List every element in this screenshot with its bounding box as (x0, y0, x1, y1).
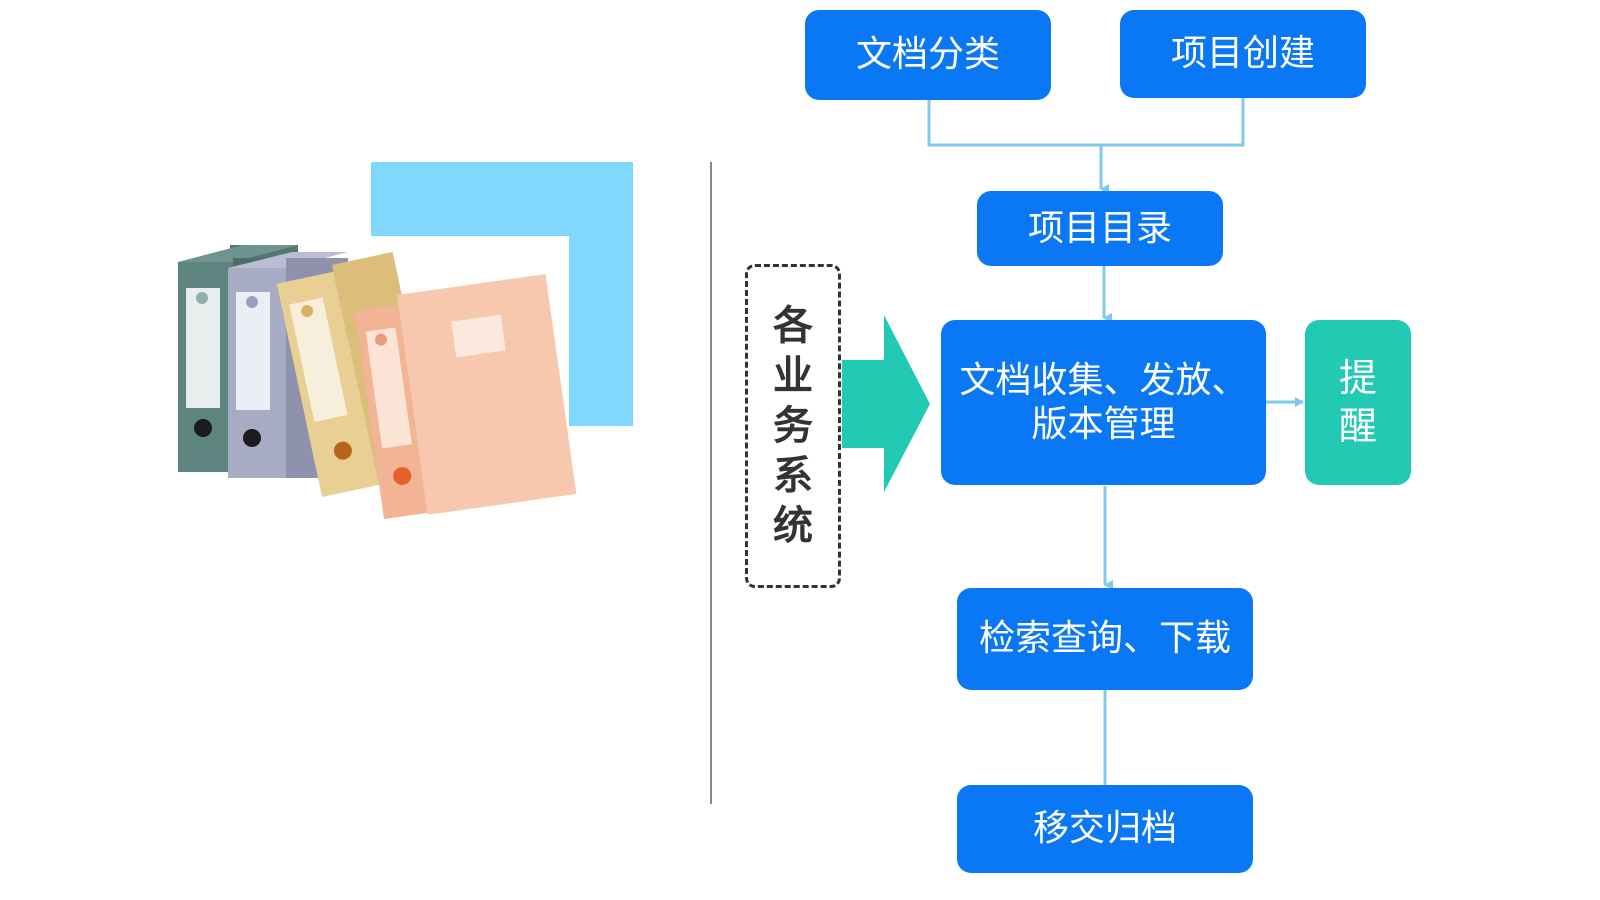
node-project-create-label: 项目创建 (1170, 33, 1315, 75)
system-char: 系 (773, 453, 813, 499)
system-char: 统 (773, 503, 813, 549)
connector-merge (927, 98, 1245, 147)
divider-line (710, 162, 712, 804)
system-char: 业 (773, 353, 813, 399)
system-arrow (842, 315, 930, 492)
node-doc-classify-label: 文档分类 (855, 34, 1000, 76)
node-search-download: 检索查询、下载 (957, 588, 1253, 690)
node-project-catalog: 项目目录 (977, 191, 1223, 266)
system-char: 各 (773, 303, 813, 349)
node-project-create: 项目创建 (1120, 10, 1366, 98)
node-reminder-char: 提 (1338, 356, 1377, 400)
node-search-download-label: 检索查询、下载 (978, 618, 1231, 660)
binder-peach (354, 274, 577, 519)
node-doc-collect: 文档收集、发放、 版本管理 (941, 320, 1266, 485)
node-reminder-char: 醒 (1338, 403, 1377, 448)
node-doc-collect-line1: 文档收集、发放、 (959, 360, 1248, 402)
node-reminder: 提 醒 (1305, 320, 1411, 485)
node-doc-collect-line2: 版本管理 (1031, 403, 1176, 445)
system-char: 务 (773, 403, 813, 449)
business-system-box: 各 业 务 系 统 (745, 264, 841, 588)
node-doc-classify: 文档分类 (805, 10, 1051, 100)
node-transfer-archive-label: 移交归档 (1032, 808, 1177, 850)
node-transfer-archive: 移交归档 (957, 785, 1253, 873)
node-project-catalog-label: 项目目录 (1027, 207, 1172, 249)
